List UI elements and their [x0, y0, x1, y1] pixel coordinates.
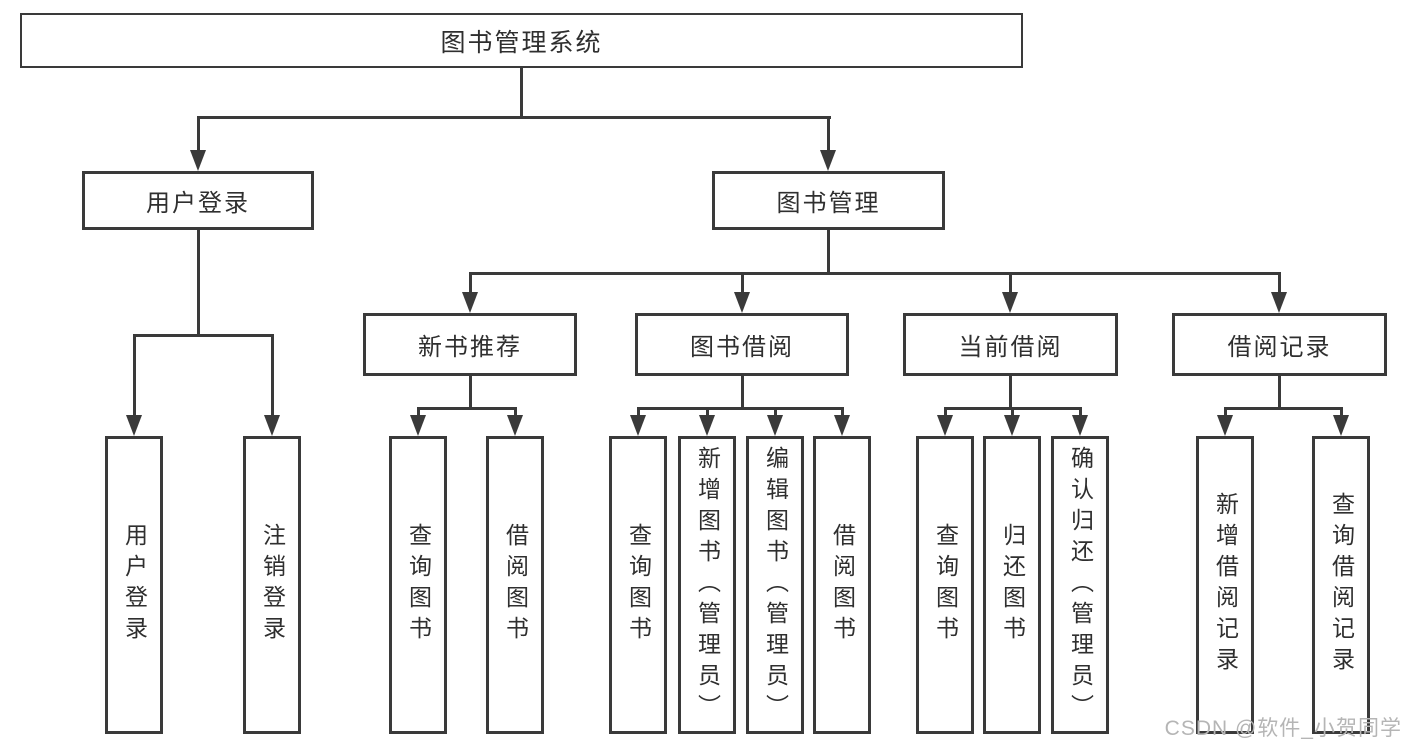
leaf-br-add-borrow-record: 新增借阅记录 — [1196, 436, 1254, 734]
leaf-label: 编辑图书（管理员） — [762, 445, 789, 725]
arrowhead — [1271, 292, 1287, 313]
node-label: 图书管理 — [776, 190, 881, 217]
connector — [741, 376, 744, 410]
connector — [1009, 272, 1012, 297]
leaf-bb-add-book-admin: 新增图书（管理员） — [678, 436, 736, 734]
leaf-label: 注销登录 — [259, 523, 286, 647]
leaf-br-query-borrow-record: 查询借阅记录 — [1312, 436, 1370, 734]
node-book-management: 图书管理 — [712, 171, 945, 230]
arrowhead — [630, 415, 646, 436]
connector — [417, 407, 420, 421]
arrowhead — [507, 415, 523, 436]
arrowhead — [462, 292, 478, 313]
connector — [197, 116, 831, 119]
arrowhead — [126, 415, 142, 436]
leaf-label: 新增借阅记录 — [1212, 492, 1239, 678]
leaf-logout: 注销登录 — [243, 436, 301, 734]
node-label: 图书借阅 — [690, 334, 794, 361]
node-root: 图书管理系统 — [20, 13, 1023, 68]
leaf-bb-borrow-books: 借阅图书 — [813, 436, 871, 734]
leaf-nb-borrow-books: 借阅图书 — [486, 436, 544, 734]
connector — [1009, 376, 1012, 410]
leaf-bb-edit-book-admin: 编辑图书（管理员） — [746, 436, 804, 734]
connector — [469, 272, 472, 297]
connector — [774, 407, 777, 421]
connector — [741, 272, 744, 297]
watermark: CSDN @软件_小贺同学 — [1164, 717, 1402, 740]
arrowhead — [699, 415, 715, 436]
arrowhead — [264, 415, 280, 436]
arrowhead — [1333, 415, 1349, 436]
arrowhead — [767, 415, 783, 436]
connector — [133, 334, 136, 421]
connector — [1278, 272, 1281, 297]
arrowhead — [820, 150, 836, 171]
connector — [944, 407, 947, 421]
node-borrowing-records: 借阅记录 — [1172, 313, 1387, 376]
leaf-label: 查询借阅记录 — [1328, 492, 1355, 678]
connector — [271, 334, 274, 421]
connector — [1224, 407, 1342, 410]
node-new-book-recommendation: 新书推荐 — [363, 313, 577, 376]
arrowhead — [1217, 415, 1233, 436]
connector — [1224, 407, 1227, 421]
connector — [417, 407, 517, 410]
leaf-cb-return-books: 归还图书 — [983, 436, 1041, 734]
connector — [827, 116, 830, 154]
leaf-user-login: 用户登录 — [105, 436, 163, 734]
arrowhead — [834, 415, 850, 436]
connector — [133, 334, 274, 337]
connector — [706, 407, 709, 421]
node-book-borrowing: 图书借阅 — [635, 313, 849, 376]
connector — [197, 116, 200, 154]
arrowhead — [1072, 415, 1088, 436]
leaf-label: 查询图书 — [625, 523, 652, 647]
connector — [469, 376, 472, 410]
arrowhead — [734, 292, 750, 313]
leaf-label: 确认归还（管理员） — [1067, 445, 1094, 725]
leaf-label: 查询图书 — [405, 523, 432, 647]
node-user-login: 用户登录 — [82, 171, 314, 230]
leaf-label: 借阅图书 — [502, 523, 529, 647]
arrowhead — [410, 415, 426, 436]
leaf-label: 借阅图书 — [829, 523, 856, 647]
leaf-cb-confirm-return-admin: 确认归还（管理员） — [1051, 436, 1109, 734]
connector — [1011, 407, 1014, 421]
connector — [1340, 407, 1343, 421]
leaf-cb-query-books: 查询图书 — [916, 436, 974, 734]
connector — [841, 407, 844, 421]
node-label: 当前借阅 — [958, 334, 1063, 361]
node-label: 新书推荐 — [418, 334, 522, 361]
connector — [1278, 376, 1281, 410]
arrowhead — [1002, 292, 1018, 313]
connector — [197, 229, 200, 336]
arrowhead — [937, 415, 953, 436]
arrowhead — [190, 150, 206, 171]
connector — [637, 407, 640, 421]
connector — [469, 272, 1281, 275]
connector — [514, 407, 517, 421]
node-label: 借阅记录 — [1227, 334, 1332, 361]
connector — [827, 229, 830, 275]
leaf-bb-query-books: 查询图书 — [609, 436, 667, 734]
leaf-nb-query-books: 查询图书 — [389, 436, 447, 734]
leaf-label: 新增图书（管理员） — [694, 445, 721, 725]
leaf-label: 用户登录 — [121, 523, 148, 647]
connector — [1079, 407, 1082, 421]
connector — [520, 67, 523, 119]
arrowhead — [1004, 415, 1020, 436]
node-label: 用户登录 — [146, 190, 250, 217]
leaf-label: 查询图书 — [932, 523, 959, 647]
node-current-borrowing: 当前借阅 — [903, 313, 1118, 376]
connector — [637, 407, 843, 410]
node-root-label: 图书管理系统 — [440, 28, 603, 57]
leaf-label: 归还图书 — [999, 523, 1026, 647]
